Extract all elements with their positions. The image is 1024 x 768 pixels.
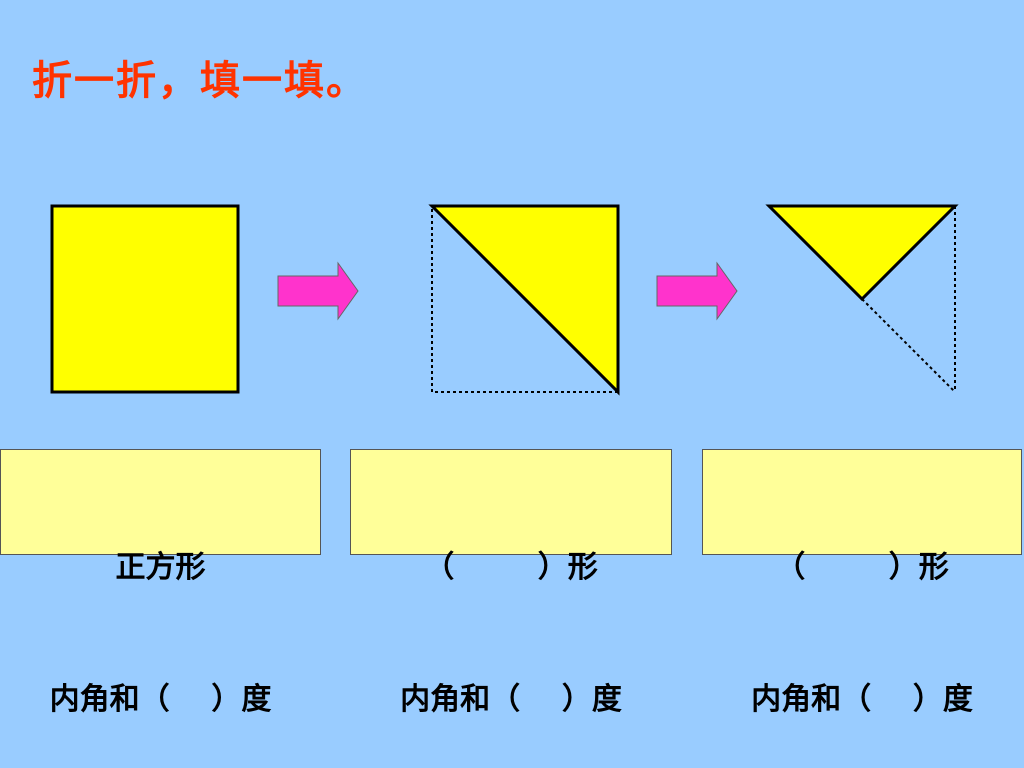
label-box-half-fold: （ ）形 内角和（ ）度 — [350, 449, 672, 717]
shape-name-blank[interactable]: （ ）形 — [424, 550, 598, 585]
right-arrow-icon — [277, 261, 359, 321]
angle-sum-blank[interactable]: 内角和（ ）度 — [49, 682, 272, 717]
yellow-square — [50, 204, 240, 394]
page-title: 折一折，填一填。 — [32, 58, 368, 104]
label-box-quarter-fold: （ ）形 内角和（ ）度 — [702, 449, 1022, 717]
half-fold-figure — [428, 204, 620, 396]
angle-sum-blank[interactable]: 内角和（ ）度 — [751, 682, 973, 717]
yellow-half-triangle — [428, 204, 620, 396]
square-figure — [50, 204, 240, 394]
angle-sum-blank[interactable]: 内角和（ ）度 — [400, 682, 622, 717]
yellow-quarter-triangle — [765, 204, 959, 302]
label-box-square: 正方形 内角和（ ）度 — [0, 449, 321, 717]
right-arrow-icon — [656, 261, 738, 321]
dotted-diagonal — [861, 298, 956, 393]
shape-name-text: 正方形 — [115, 550, 206, 585]
quarter-fold-figure — [765, 204, 959, 393]
shape-name-blank[interactable]: （ ）形 — [775, 550, 949, 585]
